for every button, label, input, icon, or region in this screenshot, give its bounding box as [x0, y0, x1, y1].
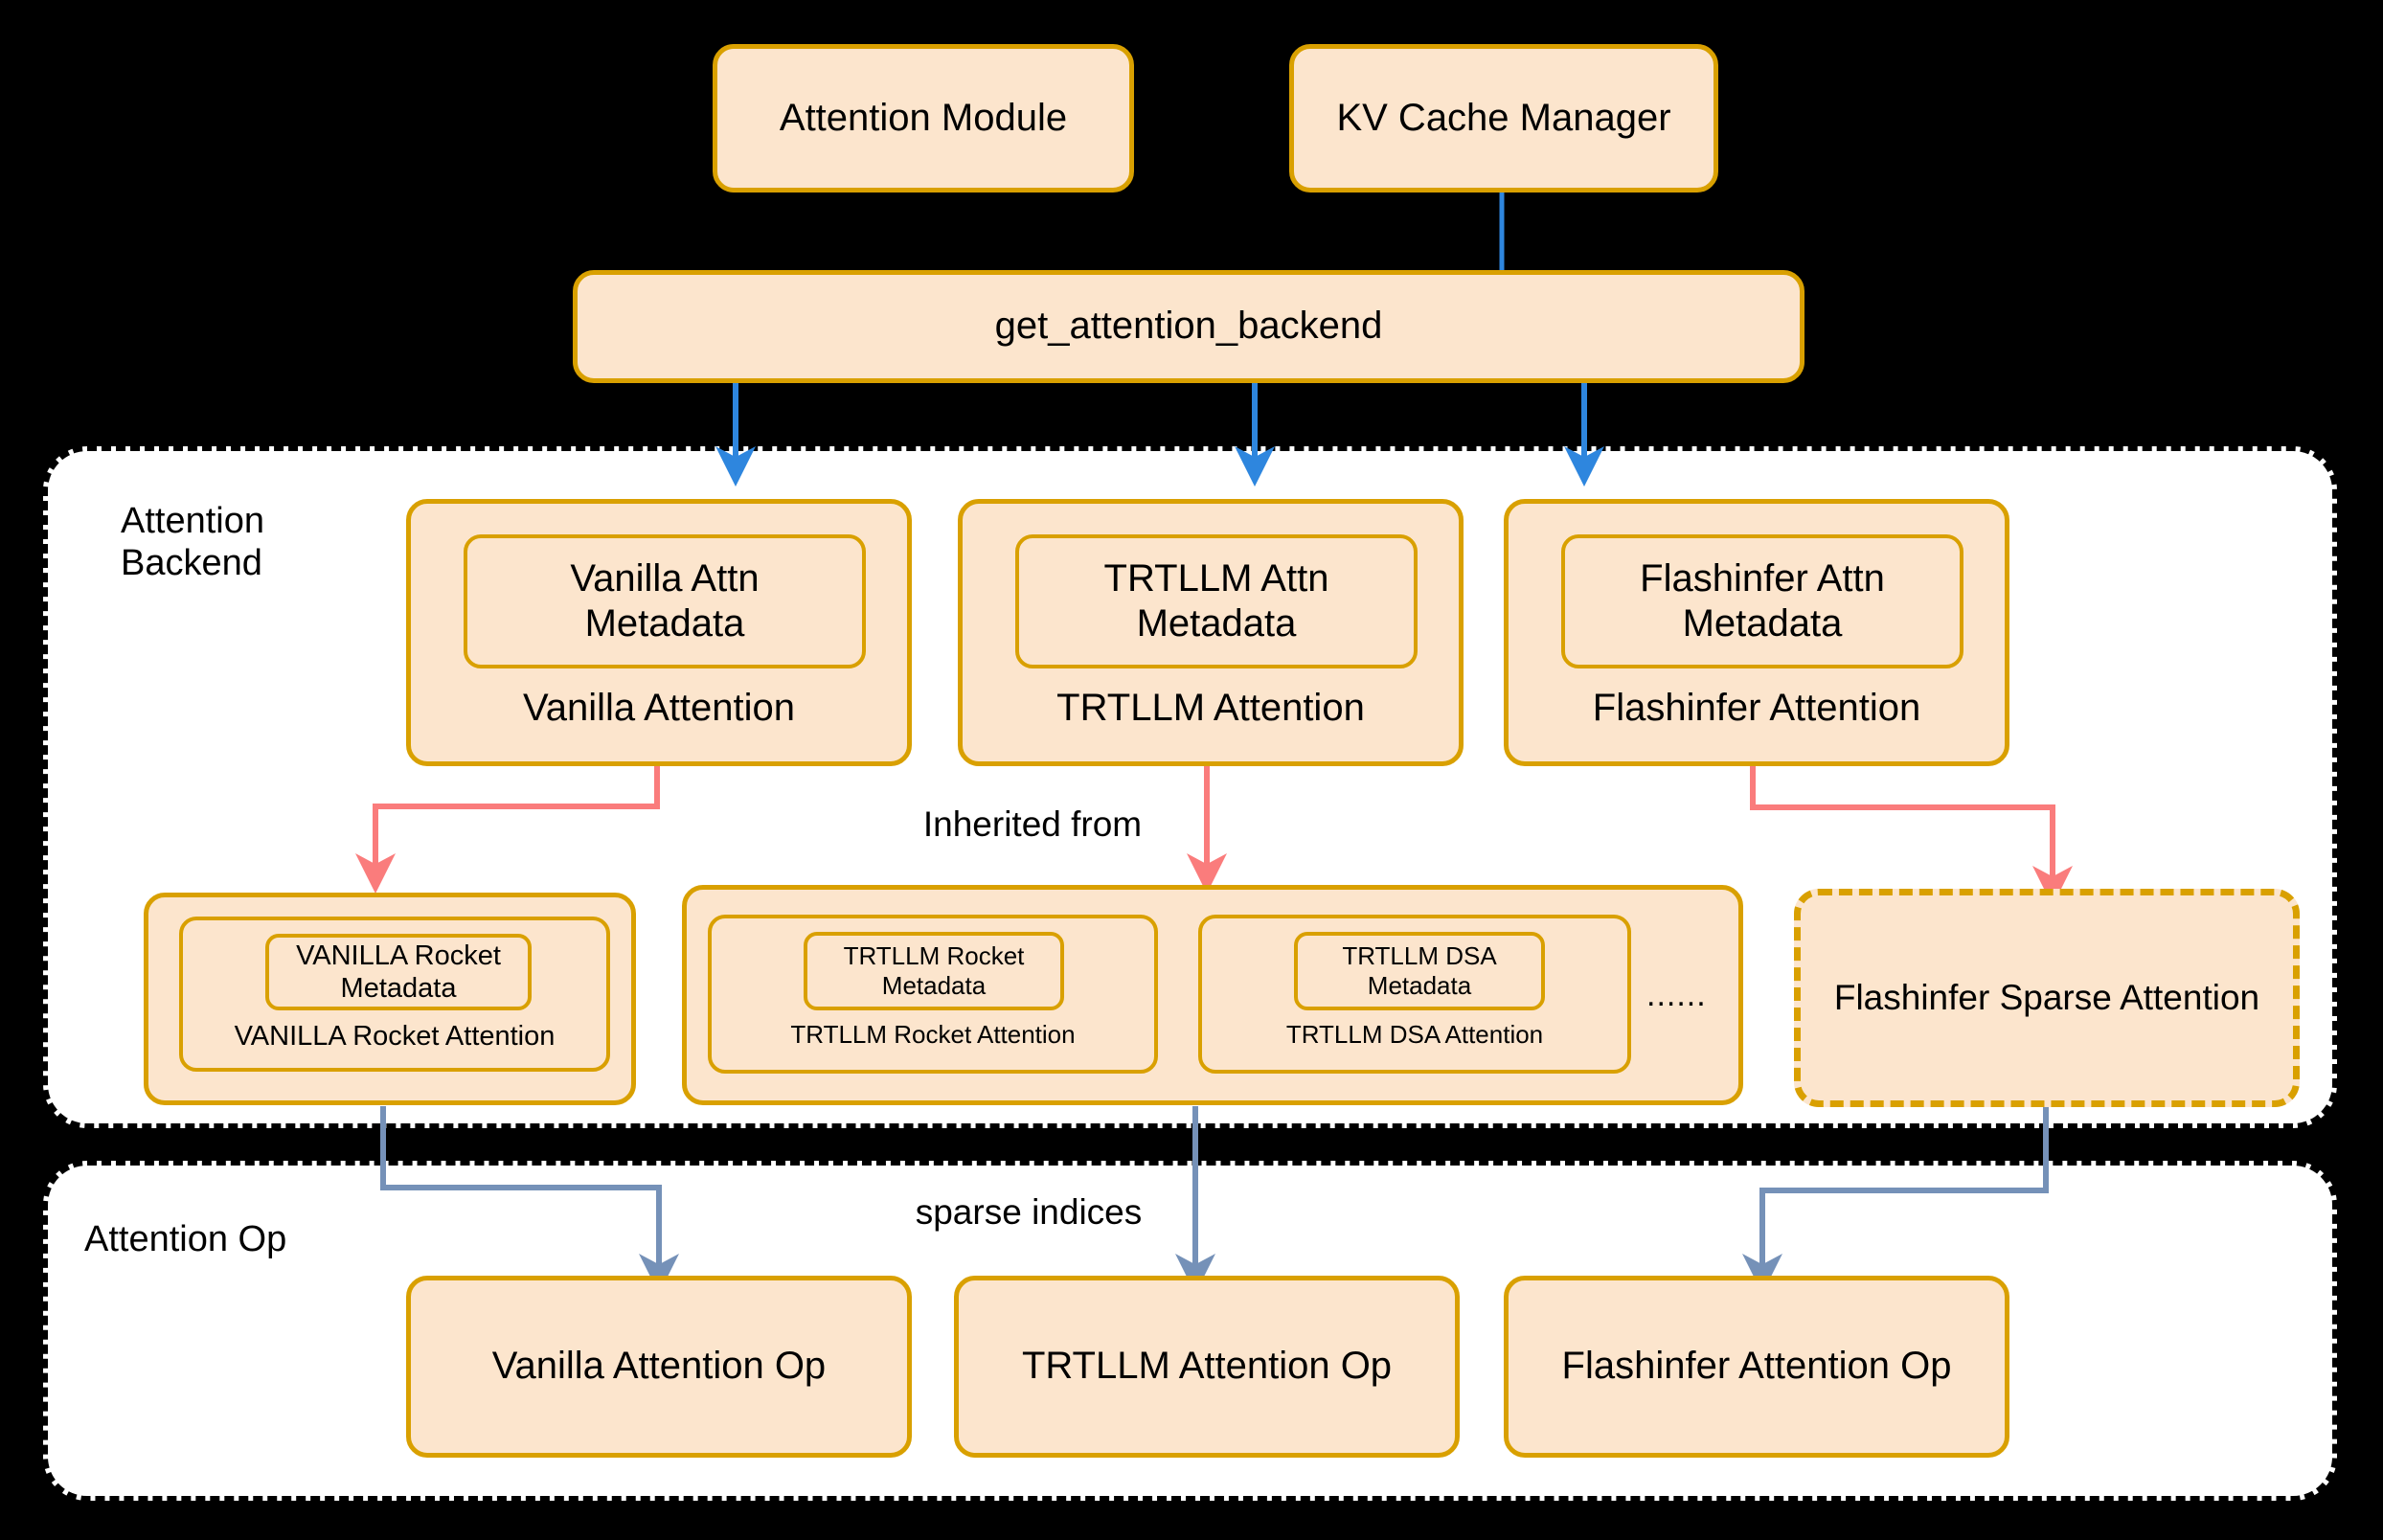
node-trtllm-dsa-attention[interactable]: TRTLLM DSA Metadata TRTLLM DSA Attention	[1198, 915, 1631, 1074]
node-vanilla-rocket-attention-label: VANILLA Rocket Attention	[234, 1021, 556, 1052]
node-trtllm-dsa-attention-label: TRTLLM DSA Attention	[1285, 1020, 1544, 1049]
label-sparse-indices: sparse indices	[915, 1192, 1143, 1232]
node-trtllm-attn-metadata[interactable]: TRTLLM Attn Metadata	[1015, 534, 1418, 668]
edge-flashinfer-sparse-to-op	[1742, 1106, 2049, 1294]
node-flashinfer-attention-backend[interactable]: Flashinfer Attn Metadata Flashinfer Atte…	[1504, 499, 2009, 766]
group-trtllm-sparse[interactable]: TRTLLM Rocket Metadata TRTLLM Rocket Att…	[682, 885, 1743, 1105]
node-vanilla-attention-op[interactable]: Vanilla Attention Op	[406, 1276, 912, 1458]
node-trtllm-rocket-metadata[interactable]: TRTLLM Rocket Metadata	[804, 932, 1064, 1010]
edge-flashinfer-inherit	[1750, 766, 2073, 906]
node-vanilla-attention-backend[interactable]: Vanilla Attn Metadata Vanilla Attention	[406, 499, 912, 766]
node-flashinfer-sparse-attention[interactable]: Flashinfer Sparse Attention	[1794, 889, 2300, 1107]
node-vanilla-rocket-attention[interactable]: VANILLA Rocket Metadata VANILLA Rocket A…	[179, 917, 610, 1072]
node-trtllm-rocket-attention-label: TRTLLM Rocket Attention	[790, 1020, 1076, 1049]
node-vanilla-rocket-metadata[interactable]: VANILLA Rocket Metadata	[265, 934, 532, 1010]
node-trtllm-rocket-attention[interactable]: TRTLLM Rocket Metadata TRTLLM Rocket Att…	[708, 915, 1158, 1074]
node-flashinfer-attention-op[interactable]: Flashinfer Attention Op	[1504, 1276, 2009, 1458]
edge-vanilla-rocket-to-op	[380, 1106, 679, 1294]
node-kv-cache-manager[interactable]: KV Cache Manager	[1289, 44, 1718, 192]
node-trtllm-dsa-metadata[interactable]: TRTLLM DSA Metadata	[1294, 932, 1545, 1010]
region-attention-op-label: Attention Op	[84, 1219, 287, 1259]
node-trtllm-attention-label: TRTLLM Attention	[1056, 687, 1365, 729]
node-flashinfer-attention-label: Flashinfer Attention	[1592, 687, 1921, 729]
group-trtllm-ellipsis: ......	[1646, 977, 1707, 1013]
node-vanilla-attention-label: Vanilla Attention	[523, 687, 795, 729]
node-vanilla-attn-metadata[interactable]: Vanilla Attn Metadata	[464, 534, 866, 668]
node-trtllm-attention-backend[interactable]: TRTLLM Attn Metadata TRTLLM Attention	[958, 499, 1464, 766]
node-attention-module[interactable]: Attention Module	[713, 44, 1134, 192]
region-attention-backend-label: Attention Backend	[121, 501, 264, 584]
group-vanilla-rocket[interactable]: VANILLA Rocket Metadata VANILLA Rocket A…	[144, 893, 636, 1105]
label-inherited-from: Inherited from	[922, 804, 1143, 844]
node-get-attention-backend[interactable]: get_attention_backend	[573, 270, 1804, 383]
node-trtllm-attention-op[interactable]: TRTLLM Attention Op	[954, 1276, 1460, 1458]
edge-vanilla-inherit	[355, 766, 660, 894]
node-flashinfer-attn-metadata[interactable]: Flashinfer Attn Metadata	[1561, 534, 1963, 668]
